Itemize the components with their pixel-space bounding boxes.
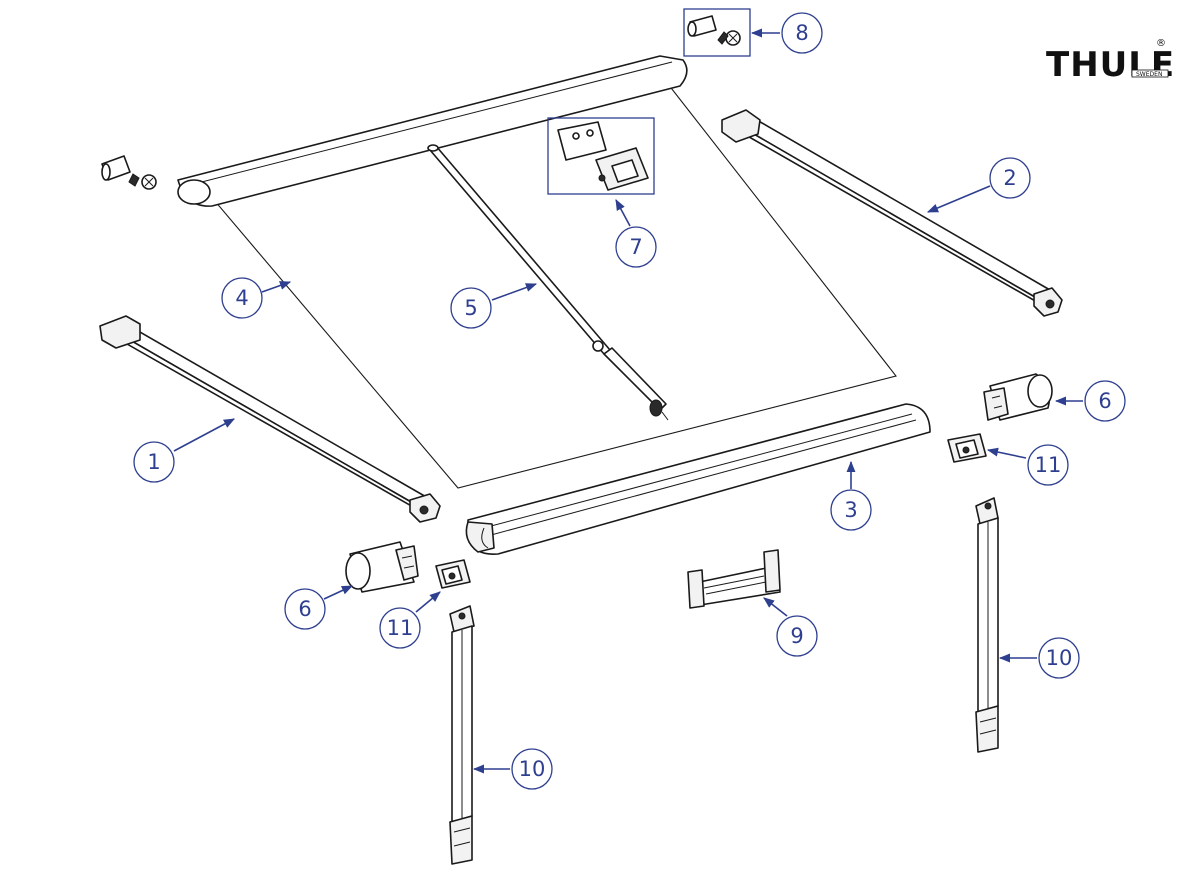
callout-10-left: 10 <box>511 748 553 790</box>
callout-10-left-label: 10 <box>519 757 546 781</box>
callout-6-right-label: 6 <box>1098 389 1111 413</box>
callout-7: 7 <box>615 226 657 268</box>
logo-registered-mark: ® <box>1156 38 1166 49</box>
callout-9: 9 <box>776 615 818 657</box>
logo-subtitle: SWEDEN <box>1136 71 1162 78</box>
callout-6-left: 6 <box>284 588 326 630</box>
callout-6-left-label: 6 <box>298 597 311 621</box>
leg-bracket-right <box>947 433 987 463</box>
support-arm-left <box>99 315 441 523</box>
end-cap-right <box>983 373 1053 421</box>
callout-1-label: 1 <box>147 450 160 474</box>
callout-9-label: 9 <box>790 624 803 648</box>
callout-2-label: 2 <box>1003 166 1016 190</box>
leg-right <box>975 497 999 753</box>
callout-11-left-label: 11 <box>387 616 414 640</box>
support-arm-right <box>721 109 1063 317</box>
callout-11-left: 11 <box>379 607 421 649</box>
end-plug-left <box>101 155 157 190</box>
callout-5: 5 <box>450 287 492 329</box>
callout-5-label: 5 <box>464 296 477 320</box>
thule-logo: THULE ® SWEDEN <box>1046 38 1175 85</box>
end-cap-left <box>345 541 419 593</box>
callout-3: 3 <box>830 489 872 531</box>
logo-wordmark: THULE <box>1046 45 1175 85</box>
callout-4-label: 4 <box>235 286 248 310</box>
callout-11-right-label: 11 <box>1035 453 1062 477</box>
lead-rail-clip <box>687 549 781 609</box>
callout-10-right: 10 <box>1038 637 1080 679</box>
mounting-bracket-detail <box>547 117 655 195</box>
callout-2: 2 <box>989 157 1031 199</box>
callout-11-right: 11 <box>1027 444 1069 486</box>
leader-lines <box>173 28 1083 774</box>
leg-left <box>449 605 475 865</box>
roller-cassette <box>177 55 688 207</box>
callout-10-right-label: 10 <box>1046 646 1073 670</box>
end-plug-detail <box>683 8 751 57</box>
callout-1: 1 <box>133 441 175 483</box>
callout-8-label: 8 <box>795 21 808 45</box>
callout-8: 8 <box>781 12 823 54</box>
callout-3-label: 3 <box>844 498 857 522</box>
leg-bracket-left <box>435 559 471 589</box>
rafter-tension-bar <box>427 144 669 421</box>
detail-box-7 <box>547 117 655 195</box>
callout-4: 4 <box>221 277 263 319</box>
front-lead-rail <box>465 403 931 555</box>
detail-box-8 <box>683 8 751 57</box>
callout-6-right: 6 <box>1084 380 1126 422</box>
callout-7-label: 7 <box>629 235 642 259</box>
